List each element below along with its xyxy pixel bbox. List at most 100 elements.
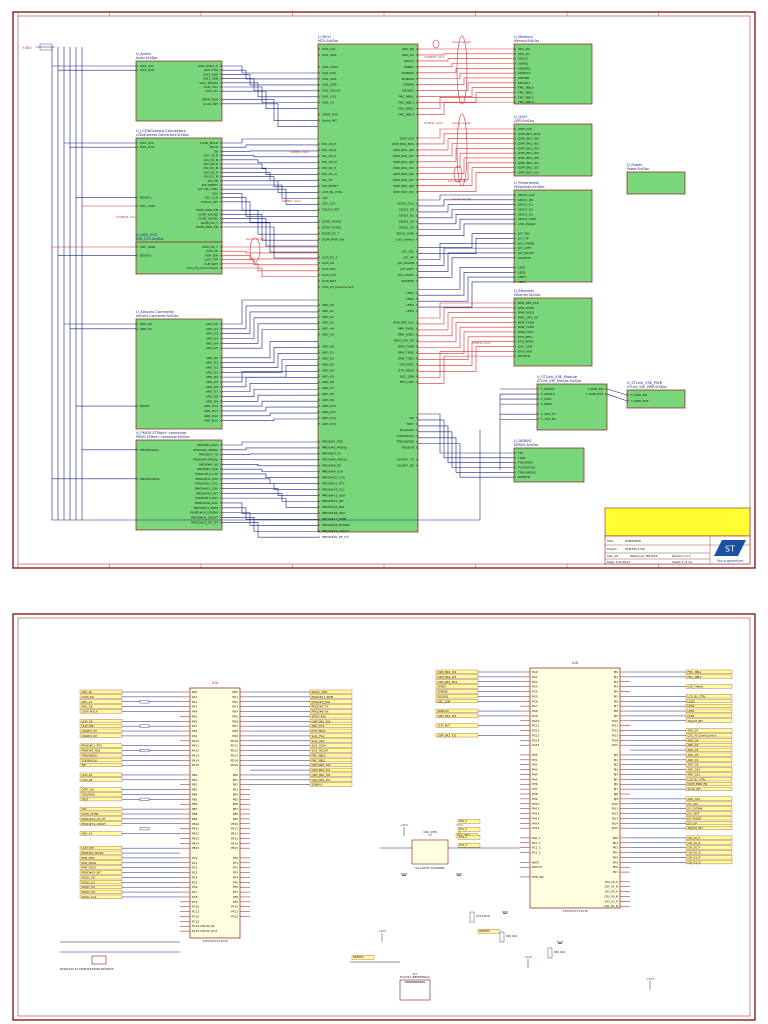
port-arrow	[219, 221, 223, 225]
block-right-pin-label: TRST	[405, 422, 414, 426]
ic-left-pin: PC3_C	[532, 851, 541, 855]
block-left-pin-label: ARD_D6	[322, 380, 334, 384]
ic-left-pin: PB8	[192, 812, 198, 816]
block-left-pin-label: SAI1_MCLKA	[322, 89, 342, 93]
block-body	[513, 447, 585, 483]
port-arrow	[415, 148, 419, 152]
block-right-pin-label: SAI1_SDB	[203, 77, 218, 81]
port-arrow	[317, 523, 321, 527]
u1a-right-net: SAI1_FSA	[312, 734, 325, 738]
arduino-bus-wire	[222, 299, 318, 325]
port-arrow	[219, 81, 223, 85]
block-right-pin-label: QSPI_BK1_IO3	[393, 166, 414, 170]
port-arrow	[317, 172, 321, 176]
u1b-left-net: QSPI_BK1_IO2	[438, 714, 457, 718]
block-left-pin-label: ARD_A3	[322, 321, 334, 325]
port-arrow	[135, 68, 139, 72]
ic-right-pin: PE1	[233, 778, 238, 782]
port-arrow	[219, 414, 223, 418]
ic-left-pin: PH9	[532, 797, 538, 801]
block-right-pin-label: CEC	[212, 191, 218, 195]
u1b-right-net: LED1	[688, 699, 695, 703]
u1a-right-net: SPDIF_RX0	[312, 714, 327, 718]
title-banner	[604, 507, 751, 537]
block-file: USB_OTG.SchDoc	[136, 237, 164, 241]
port-arrow	[317, 255, 321, 259]
title-row-value: STM32H7-DK	[625, 547, 646, 551]
qspi-bus-wire	[418, 148, 514, 163]
u1a-left-net: TMS/SWDIO	[81, 753, 98, 757]
block-left-pin-label: DCMI_HSYNC	[322, 220, 342, 224]
port-arrow	[219, 462, 223, 466]
port-arrow	[317, 160, 321, 164]
block-right-pin-label: DSI_D0_N	[203, 166, 218, 170]
same-length-marker	[249, 237, 261, 263]
port-arrow	[219, 183, 223, 187]
port-arrow	[513, 95, 517, 99]
arduino-bus-wire	[222, 418, 318, 421]
ic-ref: U1B	[572, 661, 579, 665]
lcd-bus-wire	[222, 180, 318, 193]
port-arrow	[317, 499, 321, 503]
port-arrow	[219, 491, 223, 495]
block-right-pin-label: DCMI_D0_7	[201, 221, 218, 225]
port-arrow	[513, 62, 517, 65]
port-arrow	[219, 356, 223, 360]
block-left-pin-label: ETH_nINT	[518, 349, 533, 353]
port-arrow	[219, 448, 223, 452]
ic-right-pin: PF0	[233, 856, 238, 860]
block-left-pin-label: QSPI_BK2_IO1	[518, 161, 539, 165]
net-label: Same length	[246, 237, 265, 241]
port-arrow	[513, 203, 517, 207]
block-left-pin-label: RESETN	[518, 354, 530, 358]
series-resistor	[139, 797, 150, 801]
block-left-pin-label: SAI1_FSA	[322, 71, 337, 75]
u1a-right-net: PMOD#9_SCK	[312, 700, 331, 704]
block-left-pin-label: FMC_NBL3	[518, 100, 534, 104]
port-arrow	[317, 190, 321, 194]
ic-right-pin: PJ2	[614, 763, 619, 767]
ic-right-pin: PD15	[231, 763, 239, 767]
port-arrow	[513, 241, 517, 245]
block-right-pin-label: RMII_TXD0	[398, 350, 414, 354]
ic-left-pin: PB5	[192, 797, 198, 801]
port-arrow	[317, 273, 321, 277]
block-file: Ethernet.SchDoc	[514, 293, 541, 297]
port-arrow	[219, 145, 223, 149]
u1a-left-net: PMOD#2_MOSIp	[82, 851, 104, 855]
ethernet-bus-wire	[418, 302, 514, 319]
ic-left-pin: PC1	[192, 861, 198, 865]
ic-right-pin: PI3	[614, 685, 619, 689]
port-arrow	[219, 380, 223, 384]
title-row-value: Size: A3	[607, 554, 618, 558]
port-arrow	[513, 280, 517, 284]
arduino-bus-wire	[222, 305, 318, 330]
lcd-bus-wire	[222, 155, 318, 158]
block-right-pin-label: JOY_RIGHT	[397, 273, 414, 277]
ic-right-pin: PJ6	[614, 782, 619, 786]
net-label: Same length	[452, 197, 471, 201]
block-left-pin-label: ARD_D13	[322, 422, 336, 426]
port-arrow	[219, 327, 223, 331]
port-arrow	[513, 345, 517, 348]
memory-bus-wire	[418, 77, 514, 85]
port-arrow	[415, 339, 419, 342]
port-arrow	[415, 416, 419, 420]
port-arrow	[219, 68, 223, 72]
ic-right-pin: DSI_D1_N	[604, 904, 618, 908]
port-arrow	[415, 226, 419, 229]
net-label-box	[457, 827, 481, 832]
block-left-pin-label: CEC_CLK	[322, 202, 336, 206]
part-label: C33 100nF	[476, 914, 491, 918]
port-arrow	[415, 255, 419, 259]
block-left-pin-label: JOY_UP	[517, 236, 529, 240]
series-resistor	[139, 724, 150, 728]
block-left-pin-label: QSPI_BK1_IO0	[518, 137, 539, 141]
lcd-bus-wire	[222, 176, 318, 187]
sheet-inner-frame	[17, 617, 751, 1017]
u1b-right-net: DCMI_PWR_EN	[688, 782, 708, 786]
u1a-left-net: TDI	[81, 763, 87, 767]
block-left-pin-label: RMII_RXD0	[518, 306, 534, 310]
port-arrow	[513, 301, 517, 305]
ic-right-pin: PE7	[233, 807, 238, 811]
